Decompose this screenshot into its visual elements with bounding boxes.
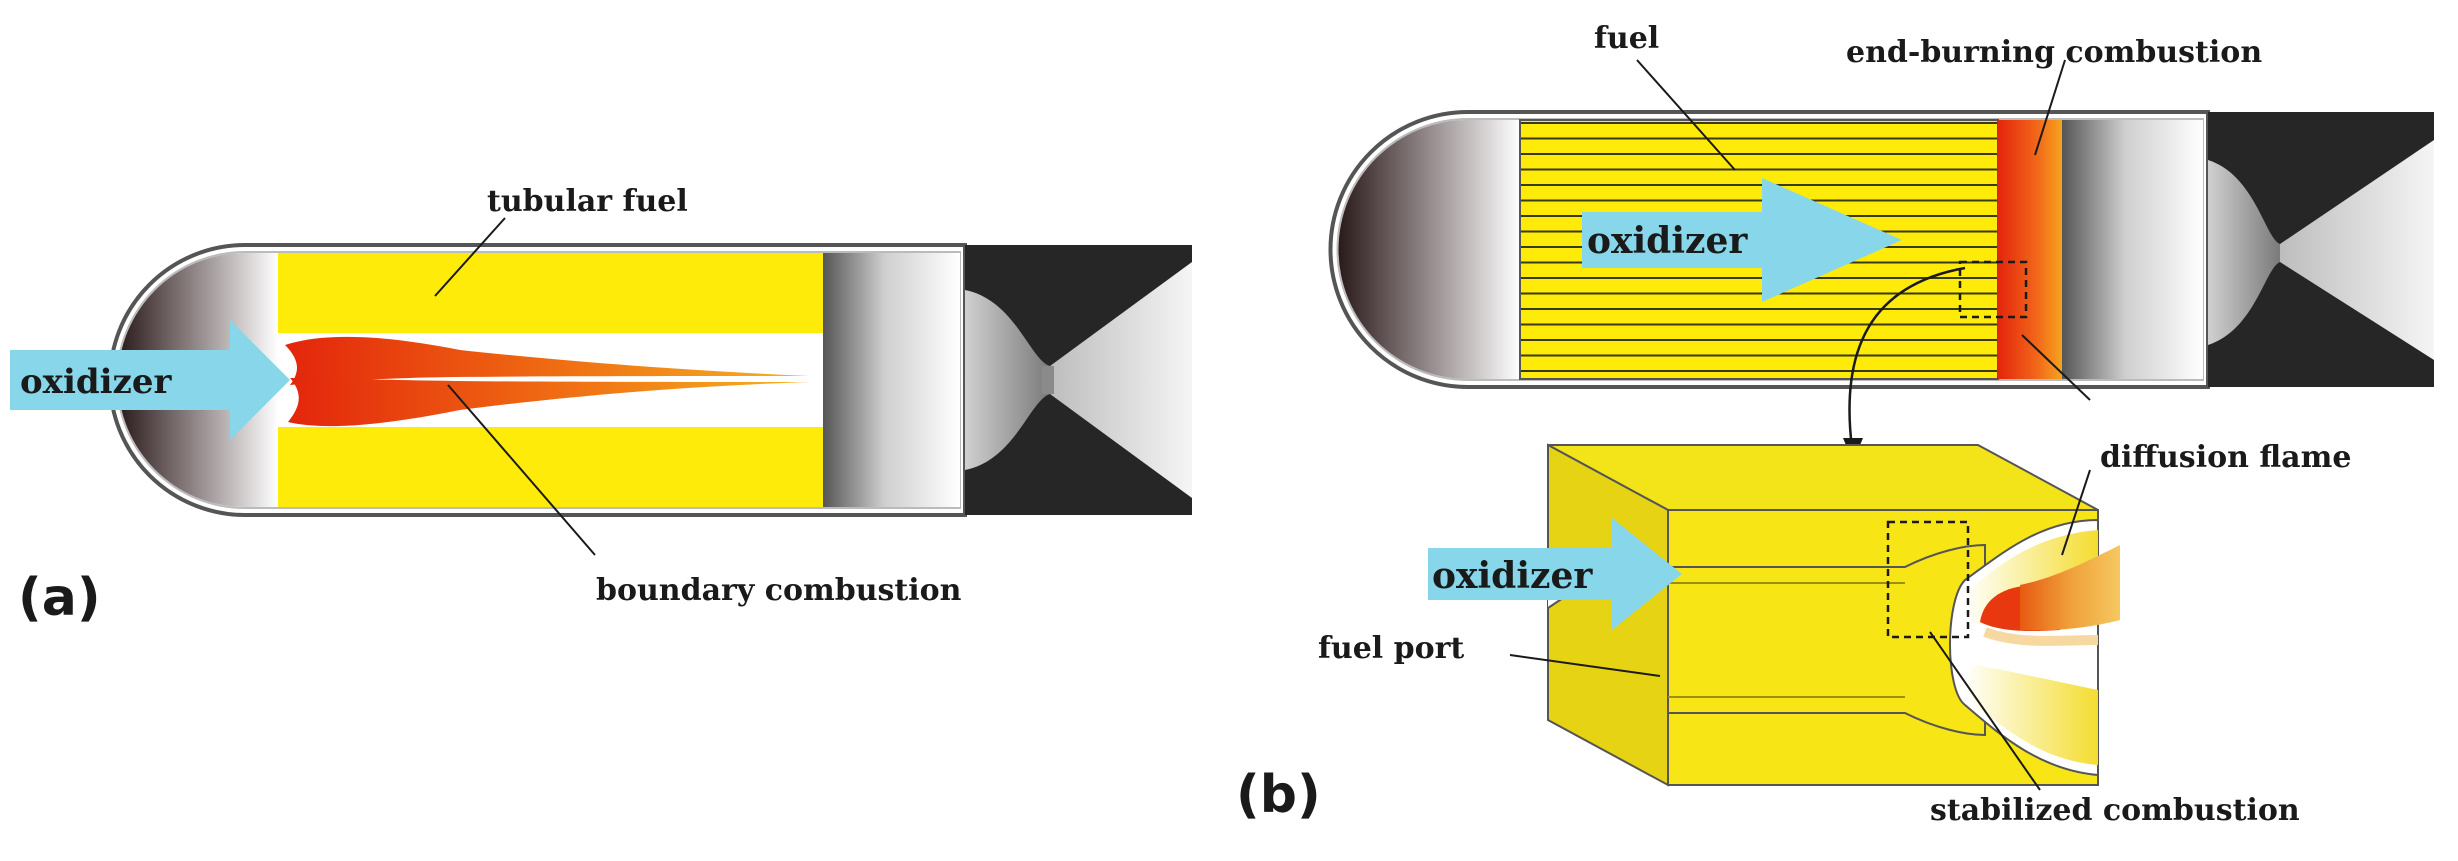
- leader-boundary-combustion: [447, 384, 596, 556]
- boundary-combustion-label: boundary combustion: [596, 573, 962, 608]
- nozzle-a: [965, 245, 1192, 515]
- leader-stabilized-combustion: [1929, 631, 2041, 791]
- leader-fuel: [1636, 59, 1736, 171]
- boundary-flame-upper: [285, 336, 810, 385]
- end-burning-zone: [1998, 120, 2062, 379]
- oxidizer-label-b-motor: oxidizer: [1587, 220, 1748, 262]
- oxidizer-arrow-a[interactable]: [10, 320, 290, 440]
- leader-diffusion-flame: [2021, 334, 2091, 401]
- diffusion-flame-label: diffusion flame: [2100, 440, 2351, 475]
- fuel-label: fuel: [1594, 21, 1659, 56]
- oxidizer-arrow-b-block[interactable]: [1428, 518, 1682, 630]
- fuel-block-3d: [1547, 443, 2120, 787]
- leader-end-burning: [2034, 59, 2066, 156]
- oxidizer-label-a: oxidizer: [20, 362, 172, 402]
- panel-b-label: (b): [1236, 765, 1321, 825]
- leader-tubular-fuel: [434, 217, 506, 297]
- head-end-b: [1338, 120, 1520, 379]
- aft-chamber-a: [823, 253, 960, 507]
- oxidizer-label-b-block: oxidizer: [1432, 555, 1593, 597]
- boundary-flame-lower: [288, 378, 810, 427]
- detail-box-block: [1886, 520, 1970, 639]
- leader-diffusion-flame-block: [2061, 469, 2091, 556]
- fuel-port-label: fuel port: [1318, 631, 1464, 666]
- nozzle-b: [2208, 112, 2434, 387]
- tubular-fuel-label: tubular fuel: [487, 184, 688, 219]
- oxidizer-arrow-b-motor[interactable]: [1582, 178, 1902, 302]
- panel-a-label: (a): [18, 568, 101, 628]
- aft-chamber-b: [2062, 120, 2203, 379]
- panel-b: oxidizer fuel end-burning combustion: [1236, 21, 2434, 828]
- stabilized-combustion-label: stabilized combustion: [1930, 793, 2300, 828]
- detail-pointer-arrow: [1848, 266, 1966, 449]
- tubular-fuel-grain-upper: [278, 253, 823, 333]
- panel-a: oxidizer tubular fuel boundary combustio…: [10, 184, 1192, 628]
- motor-casing-inner-b: [1336, 118, 2204, 381]
- leader-fuel-port: [1509, 654, 1661, 677]
- end-burning-combustion-label: end-burning combustion: [1846, 35, 2262, 70]
- tubular-fuel-grain-lower: [278, 427, 823, 507]
